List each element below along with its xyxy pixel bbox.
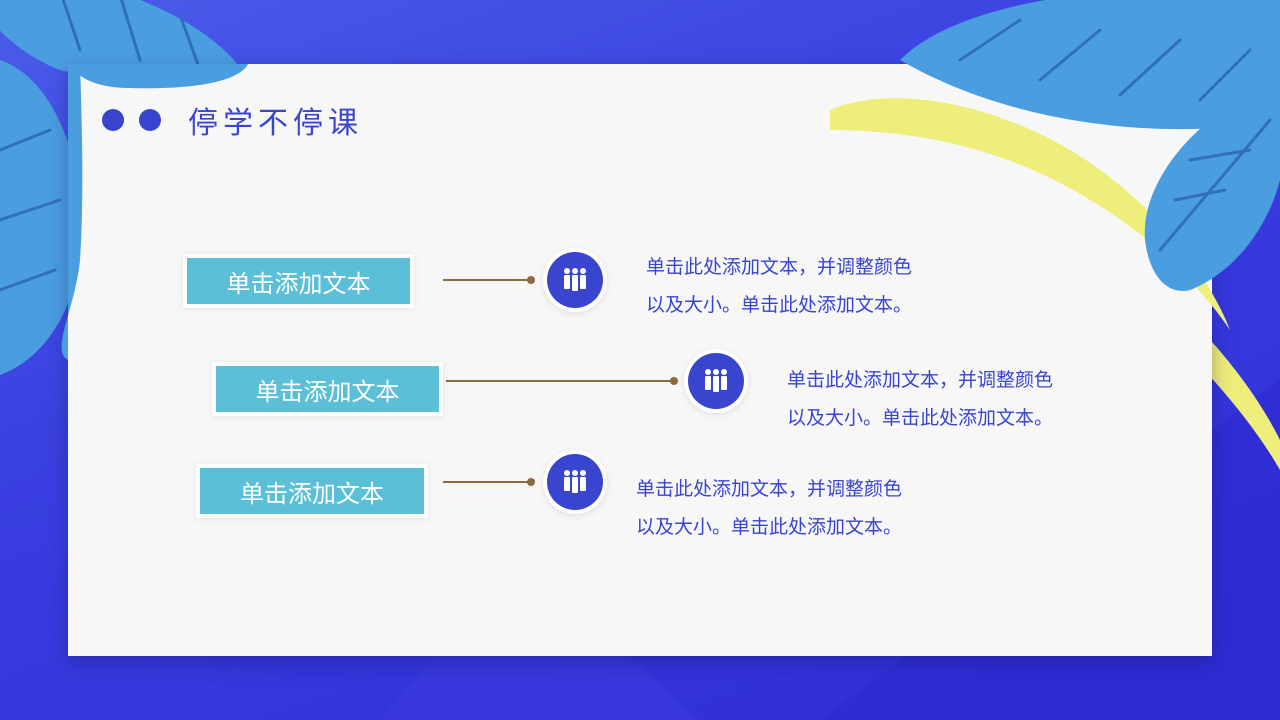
row-1-desc-line-2: 以及大小。单击此处添加文本。 xyxy=(646,294,913,316)
leaf-top-left-decor xyxy=(0,0,248,86)
row-2-connector xyxy=(446,377,678,385)
leaf-left-decor xyxy=(0,60,82,375)
title-dot-icon xyxy=(139,109,161,131)
team-people-icon xyxy=(705,369,727,392)
slide-title[interactable]: 停学不停课 xyxy=(188,106,363,141)
row-2-desc-line-2: 以及大小。单击此处添加文本。 xyxy=(787,407,1054,429)
team-people-icon xyxy=(564,268,586,291)
row-1-label-box[interactable]: 单击添加文本 xyxy=(187,258,410,304)
team-people-icon xyxy=(564,470,586,493)
row-2-description[interactable]: 单击此处添加文本，并调整颜色 以及大小。单击此处添加文本。 xyxy=(787,361,1053,437)
content-card xyxy=(68,64,1212,656)
row-3-desc-line-1: 单击此处添加文本，并调整颜色 xyxy=(636,478,903,500)
title-row: 停学不停课 xyxy=(102,98,363,142)
row-1-connector xyxy=(443,276,535,284)
row-3-connector xyxy=(443,478,535,486)
row-1-icon-circle xyxy=(547,252,603,308)
row-1-desc-line-1: 单击此处添加文本，并调整颜色 xyxy=(646,256,913,278)
title-dot-icon xyxy=(102,109,124,131)
row-2-icon-circle xyxy=(688,353,744,409)
row-1-description[interactable]: 单击此处添加文本，并调整颜色 以及大小。单击此处添加文本。 xyxy=(646,248,912,324)
row-3-description[interactable]: 单击此处添加文本，并调整颜色 以及大小。单击此处添加文本。 xyxy=(636,470,902,546)
row-2-label-box[interactable]: 单击添加文本 xyxy=(216,366,439,412)
row-3-label-box[interactable]: 单击添加文本 xyxy=(200,468,424,514)
row-3-desc-line-2: 以及大小。单击此处添加文本。 xyxy=(636,516,903,538)
row-2-desc-line-1: 单击此处添加文本，并调整颜色 xyxy=(787,369,1054,391)
row-3-icon-circle xyxy=(547,454,603,510)
